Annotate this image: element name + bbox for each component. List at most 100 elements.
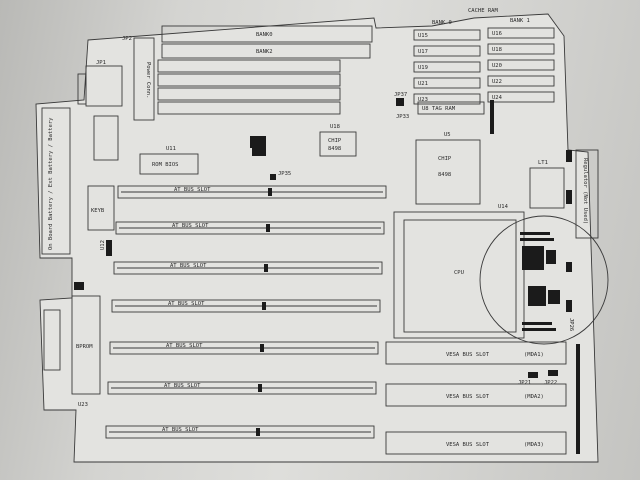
at-bus-slot — [107, 381, 377, 395]
at-slot-label: AT BUS SLOT — [170, 263, 207, 269]
jp33-label: JP33 — [396, 114, 409, 120]
at-slot-label: AT BUS SLOT — [162, 427, 199, 433]
edge-strip — [576, 344, 580, 454]
cache-chip-label: U24 — [492, 95, 503, 101]
at-bus-slot — [117, 185, 387, 199]
keyb-label: KEYB — [91, 208, 105, 214]
simm-slot — [157, 87, 341, 101]
cache-chip — [413, 77, 481, 89]
chip-u5-text: CHIP — [438, 156, 452, 162]
bank1-label: BANK 1 — [510, 18, 530, 24]
cache-chip — [487, 59, 555, 71]
vesa-bus-slot — [385, 431, 567, 455]
u11-label: U11 — [166, 146, 176, 152]
at-slot-label: AT BUS SLOT — [166, 343, 203, 349]
jumper-row — [566, 300, 572, 312]
cache-chip — [487, 91, 555, 103]
vesa-bus-slots: VESA BUS SLOT(MDA1)VESA BUS SLOT(MDA2)VE… — [385, 341, 567, 455]
u14-label: U14 — [498, 204, 509, 210]
battery-device — [93, 115, 119, 161]
jp22-jumper — [548, 370, 558, 376]
jumper-row — [522, 322, 552, 325]
lt1-label: LT1 — [538, 160, 548, 166]
jumper-cluster — [546, 250, 556, 264]
cache-chip-label: U20 — [492, 63, 502, 69]
at-slot-label: AT BUS SLOT — [164, 383, 201, 389]
bprom-label: BPROM — [76, 344, 93, 350]
chip-u5-num: 8498 — [438, 172, 451, 178]
cache-chip-label: U15 — [418, 33, 428, 39]
u18-label: U18 — [330, 124, 340, 130]
power-conn-label: Power Conn. — [145, 62, 151, 98]
jumper-row — [566, 262, 572, 272]
battery-label: On Board Battery / Ext Battery / Battery — [48, 117, 54, 250]
vesa-bus-slot — [385, 341, 567, 365]
chip-u18-text: CHIP — [328, 138, 342, 144]
simm-slot — [157, 59, 341, 73]
jp-jumper — [566, 150, 572, 162]
at-bus-slot — [113, 261, 383, 275]
bprom-chip — [71, 295, 101, 395]
u23-label: U23 — [78, 402, 88, 408]
cache-chip-label: U18 — [492, 47, 502, 53]
simm-slot — [157, 73, 341, 87]
cache-chip-label: U16 — [492, 31, 502, 37]
rom-bios-label: ROM BIOS — [152, 162, 179, 168]
keyb-connector — [87, 185, 115, 231]
cache-chip-label: U21 — [418, 81, 428, 87]
jp-jumper — [566, 190, 572, 204]
cache-chip — [487, 27, 555, 39]
vesa-slot-label: VESA BUS SLOT — [446, 442, 490, 448]
vesa-slot-label: VESA BUS SLOT — [446, 352, 490, 358]
jumper-highlight-circle — [479, 215, 609, 345]
jp22-label: JP22 — [544, 380, 557, 386]
at-slot-label: AT BUS SLOT — [174, 187, 211, 193]
jp35-jumper — [270, 174, 276, 180]
at-bus-slot — [111, 299, 381, 313]
chip-u18 — [319, 131, 357, 157]
u12-label: U12 — [100, 240, 106, 250]
regulator-label: Regulator (Not Used) — [582, 158, 588, 224]
jp2-label: JP2 — [122, 36, 132, 42]
at-bus-slot — [115, 221, 385, 235]
jumper-cluster — [548, 290, 560, 304]
battery-block — [41, 107, 71, 255]
lt1-regulator — [529, 167, 565, 209]
cache-chip-label: U17 — [418, 49, 428, 55]
u5-label: U5 — [444, 132, 451, 138]
board-outline — [35, 13, 599, 463]
cpu-socket-outer — [393, 211, 525, 339]
simm-label-0: BANK0 — [256, 32, 273, 38]
cache-chip — [413, 45, 481, 57]
left-connector — [43, 309, 61, 371]
jumper-row — [520, 232, 550, 235]
cpu-socket-inner — [403, 219, 517, 333]
at-bus-slots: AT BUS SLOT AT BUS SLOT AT BUS SLOT AT BUS … — [105, 185, 387, 439]
rom-bios-chip — [139, 153, 199, 175]
bprom-jumper — [74, 282, 84, 290]
jp37-label: JP37 — [394, 92, 407, 98]
at-slot-label: AT BUS SLOT — [172, 223, 209, 229]
simm-slot — [161, 25, 373, 43]
at-bus-slot — [109, 341, 379, 355]
tag-ram-chip — [417, 101, 485, 115]
jp37-jumper — [396, 98, 404, 106]
jp21-label: JP21 — [518, 380, 531, 386]
at-slot-key — [258, 384, 262, 392]
vesa-bus-slot — [385, 383, 567, 407]
cache-chip — [487, 75, 555, 87]
bank0-label: BANK 0 — [432, 20, 452, 26]
power-connector — [133, 37, 155, 121]
simm-slot — [157, 101, 341, 115]
at-slot-key — [266, 224, 270, 232]
vesa-slot-id: (MDA1) — [524, 352, 544, 358]
cache-chip — [413, 29, 481, 41]
jumper-block — [252, 148, 266, 156]
at-slot-key — [264, 264, 268, 272]
jp26-label: JP26 — [568, 318, 574, 331]
cache-chip-label: U22 — [492, 79, 502, 85]
regulator-block — [575, 149, 599, 239]
